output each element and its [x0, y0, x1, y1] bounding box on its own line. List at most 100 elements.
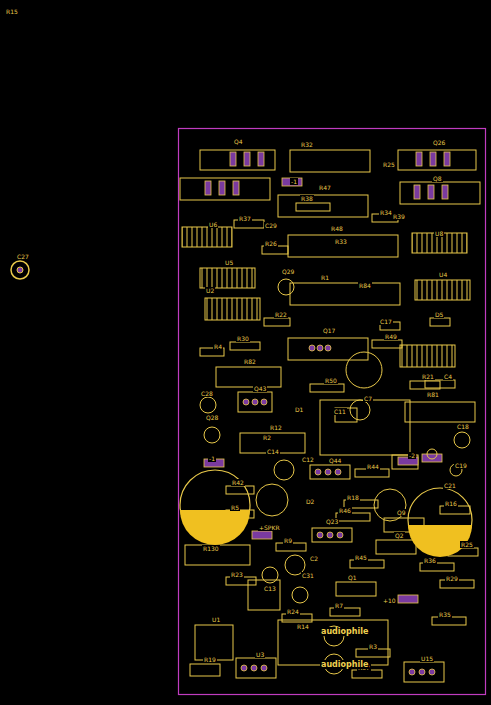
- pcb-shape: [262, 246, 288, 254]
- part-label: Q8: [432, 175, 443, 182]
- pcb-shape: [288, 338, 368, 360]
- pcb-shape: [428, 185, 434, 199]
- part-label: Q43: [253, 385, 267, 392]
- part-label: R9: [283, 537, 293, 544]
- pcb-shape: [226, 577, 256, 585]
- pcb-shape: [430, 318, 450, 326]
- part-label: +10: [382, 597, 397, 604]
- pcb-shape: [248, 580, 280, 610]
- pcb-shape: [374, 489, 406, 521]
- pcb-shape: [420, 563, 454, 571]
- pcb-shape: [258, 152, 264, 166]
- pcb-shape: [233, 181, 239, 195]
- pcb-shape: [320, 400, 410, 455]
- part-label: R46: [338, 507, 352, 514]
- part-label: R16: [444, 500, 458, 507]
- part-label: R21: [421, 373, 435, 380]
- pcb-shape: [405, 402, 475, 422]
- pcb-shape: [219, 181, 225, 195]
- part-label: R25: [382, 161, 396, 168]
- part-label: Q2: [394, 532, 405, 539]
- pcb-shape: [310, 384, 344, 392]
- part-label: Q4: [233, 138, 244, 145]
- part-label: R30: [236, 335, 250, 342]
- pcb-shape: [204, 152, 450, 675]
- pcb-shape: [204, 427, 220, 443]
- pcb-shape: [317, 345, 323, 351]
- part-label: C7: [363, 395, 373, 402]
- pcb-shape: [376, 540, 416, 554]
- part-label: Q23: [325, 518, 339, 525]
- pcb-shape: [261, 399, 267, 405]
- pcb-shape: [261, 665, 267, 671]
- part-label: R81: [426, 391, 440, 398]
- pcb-shape: [454, 432, 470, 448]
- part-label: C29: [264, 222, 278, 229]
- part-label: C12: [301, 456, 315, 463]
- logo-text: audiophile: [320, 660, 369, 669]
- part-label: U5: [224, 259, 234, 266]
- pcb-shape: [180, 510, 250, 545]
- part-label: R84: [358, 282, 372, 289]
- part-label: U4: [438, 271, 448, 278]
- part-label: R18: [346, 494, 360, 501]
- pcb-shape: [264, 318, 290, 326]
- pcb-shape: [444, 152, 450, 166]
- part-label: R23: [230, 571, 244, 578]
- part-label: R26: [264, 240, 278, 247]
- part-label: U3: [255, 651, 265, 658]
- pcb-shape: [325, 469, 331, 475]
- pcb-shape: [200, 397, 216, 413]
- pcb-shape: [282, 614, 312, 622]
- part-label: Q17: [322, 327, 336, 334]
- pcb-shape: [352, 670, 382, 678]
- part-label: C14: [266, 448, 280, 455]
- pcb-shape: [17, 267, 23, 273]
- pcb-shape: [404, 662, 444, 682]
- part-label: R34: [379, 209, 393, 216]
- pcb-shape: [244, 152, 250, 166]
- pcb-shape: [205, 181, 211, 195]
- part-label: R42: [231, 479, 245, 486]
- pcb-shape: [315, 469, 321, 475]
- pcb-shape: [11, 261, 29, 279]
- pcb-shape: [398, 595, 418, 603]
- pcb-shape: [429, 669, 435, 675]
- part-label: C27: [16, 253, 30, 260]
- part-label: R130: [202, 545, 220, 552]
- pcb-shape: [200, 268, 255, 288]
- pcb-shape: [398, 150, 476, 170]
- pcb-shape: [288, 235, 398, 257]
- pcb-shape: [179, 129, 486, 695]
- part-label: R45: [354, 554, 368, 561]
- part-label: Q44: [328, 457, 342, 464]
- pcb-shape: [296, 203, 330, 211]
- part-label: U6: [208, 221, 218, 228]
- pcb-shape: [241, 665, 247, 671]
- part-label: -1: [208, 455, 216, 462]
- part-label: C11: [333, 408, 347, 415]
- part-label: Q9: [396, 509, 407, 516]
- pcb-shape: [317, 532, 323, 538]
- pcb-shape: [274, 460, 294, 480]
- part-label: R24: [286, 608, 300, 615]
- pcb-shape: [356, 649, 390, 657]
- pcb-shape: [278, 620, 388, 665]
- part-label: R47: [318, 184, 332, 191]
- part-label: R22: [274, 311, 288, 318]
- part-label: C4: [443, 373, 453, 380]
- pcb-shape: [432, 617, 466, 625]
- part-label: R14: [296, 623, 310, 630]
- part-label: R3: [368, 643, 378, 650]
- pcb-shape: [312, 528, 352, 542]
- pcb-shape: [226, 486, 254, 494]
- pcb-shape: [400, 345, 455, 367]
- pcb-shape: [330, 608, 360, 616]
- part-label: C28: [200, 390, 214, 397]
- part-label: R39: [392, 213, 406, 220]
- pcb-shape: [416, 152, 422, 166]
- part-label: U8: [434, 230, 444, 237]
- part-label: R33: [334, 238, 348, 245]
- pcb-shape: [185, 545, 250, 565]
